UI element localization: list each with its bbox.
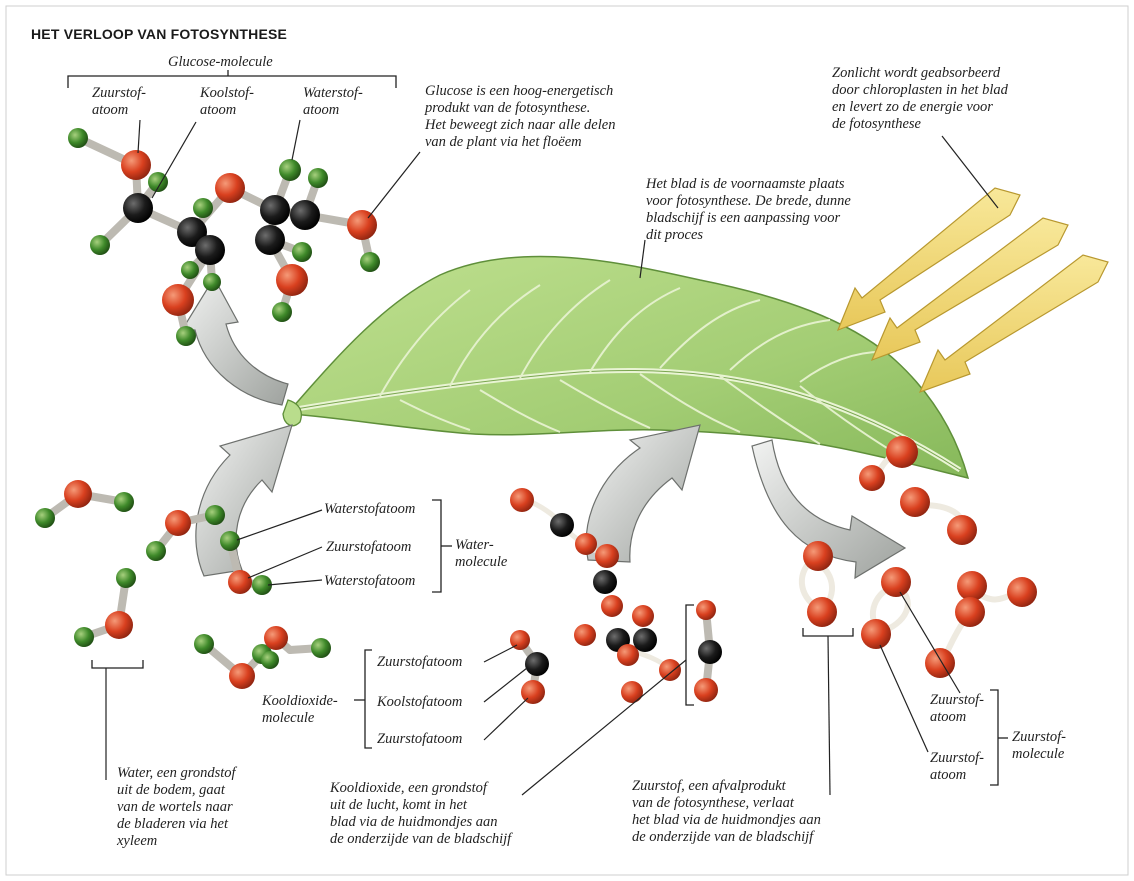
leaf-caption: Het blad is de voornaamste plaats voor f… <box>645 176 854 243</box>
co2-group-label: Kooldioxide-molecule <box>261 693 338 726</box>
co2-oxygen-label: Zuurstofatoom <box>377 731 462 747</box>
water-caption: Water, een grondstof uit de bodem, gaat … <box>116 765 239 849</box>
water-oxygen-label: Zuurstofatoom <box>326 539 411 555</box>
o2-group-label: Zuurstof-molecule <box>1012 729 1066 762</box>
water-group-label: Water-molecule <box>455 537 508 570</box>
o2-bracket <box>990 690 998 785</box>
co2-oxygen-label: Zuurstofatoom <box>377 654 462 670</box>
leader-line <box>268 580 322 585</box>
glucose-caption: Glucose is een hoog-energetisch produkt … <box>424 83 619 150</box>
o2-molecule-model <box>802 541 837 627</box>
leader-line <box>368 152 420 218</box>
water-in-arrow <box>196 425 292 576</box>
leader-line <box>880 645 928 752</box>
leader-line <box>138 120 140 153</box>
glucose-out-arrow <box>182 278 288 405</box>
water-molecule-model <box>74 568 136 647</box>
water-molecule-model <box>261 626 331 669</box>
leader-line <box>292 120 300 160</box>
leader-line <box>484 668 527 702</box>
sunlight-caption: Zonlicht wordt geabsorbeerd door chlorop… <box>832 65 1012 132</box>
o2-molecule-model <box>925 597 985 678</box>
leader-line <box>828 636 830 795</box>
o2-atom-label: Zuurstof-atoom <box>930 750 984 783</box>
glucose-carbon-label: Koolstof-atoom <box>199 85 254 118</box>
co2-bracket <box>365 650 372 748</box>
co2-molecule-model <box>694 600 722 702</box>
leader-line <box>484 698 528 740</box>
o2-atom-label: Zuurstof-atoom <box>930 692 984 725</box>
water-molecule-model <box>35 480 134 528</box>
co2-caption: Kooldioxide, een grondstof uit de lucht,… <box>329 780 513 847</box>
leader-line <box>248 547 322 578</box>
leader-line <box>522 660 686 795</box>
water-hydrogen-label: Waterstofatoom <box>324 501 415 517</box>
co2-molecule-model <box>510 630 549 704</box>
water-molecules <box>35 480 331 689</box>
leader-line <box>942 136 998 208</box>
water-sample-bracket <box>92 660 143 668</box>
leader-line <box>237 510 322 540</box>
co2-sample-bracket <box>686 605 694 705</box>
leaf <box>283 256 968 478</box>
o2-molecule-model <box>861 567 911 649</box>
o2-molecule-model <box>900 487 977 545</box>
glucose-oxygen-label: Zuurstof-atoom <box>92 85 146 118</box>
co2-in-arrow <box>586 425 700 562</box>
leader-line <box>484 645 517 662</box>
water-hydrogen-label: Waterstofatoom <box>324 573 415 589</box>
o2-sample-bracket <box>803 628 853 636</box>
diagram-title: HET VERLOOP VAN FOTOSYNTHESE <box>31 26 287 42</box>
glucose-hydrogen-label: Waterstof-atoom <box>303 85 363 118</box>
water-molecule-model <box>194 634 272 689</box>
co2-carbon-label: Koolstofatoom <box>376 694 462 710</box>
glucose-group-label: Glucose-molecule <box>168 54 273 70</box>
sunlight-arrow-icon <box>920 255 1108 392</box>
water-bracket <box>432 500 441 592</box>
leader-line <box>152 122 196 198</box>
oxygen-caption: Zuurstof, een afvalprodukt van de fotosy… <box>632 778 825 845</box>
